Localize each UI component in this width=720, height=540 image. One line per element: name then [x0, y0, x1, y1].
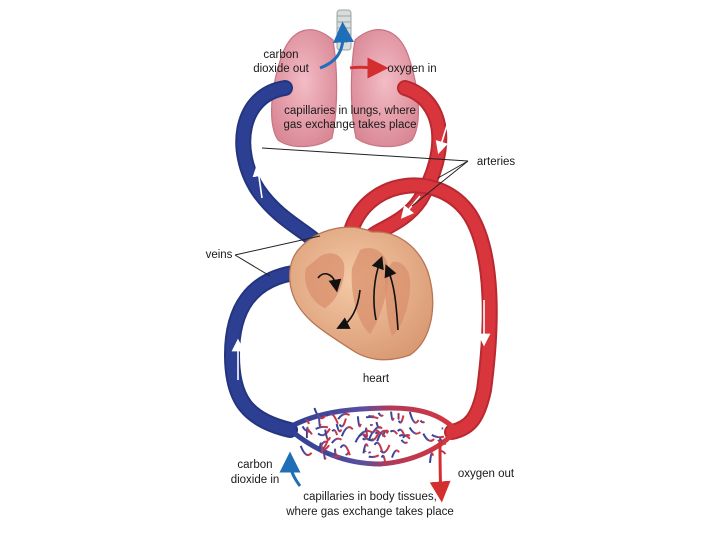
co2-in-arrow — [279, 451, 302, 487]
capillary-segment — [301, 425, 311, 432]
capillary-segment — [431, 433, 445, 439]
capillary-segment — [438, 437, 446, 443]
svg-text:heart: heart — [363, 373, 390, 385]
capillary-segment — [373, 441, 384, 452]
capillary-segment — [391, 449, 400, 458]
co2-in-label-1: carbon — [237, 459, 272, 471]
svg-text:carbon: carbon — [237, 459, 272, 471]
capillary-segment — [408, 426, 422, 435]
capillary-segment — [315, 425, 329, 430]
capillary-segment — [335, 423, 343, 433]
veins-label: veins — [206, 249, 233, 261]
body-capillaries-label-1: capillaries in body tissues, — [303, 491, 437, 503]
o2-out-arrow — [429, 439, 451, 503]
capillary-segment — [334, 448, 337, 456]
capillary-segment — [340, 426, 354, 437]
lung-capillaries-label-1: capillaries in lungs, where — [284, 105, 416, 117]
capillary-segment — [402, 433, 411, 439]
svg-text:dioxide in: dioxide in — [231, 474, 280, 486]
body-capillaries-label-2: where gas exchange takes place — [285, 506, 454, 518]
svg-text:oxygen out: oxygen out — [458, 468, 515, 480]
capillary-segment — [422, 433, 435, 442]
capillary-segment — [305, 426, 309, 439]
svg-text:carbon: carbon — [263, 49, 298, 61]
capillary-segment — [302, 418, 310, 425]
capillary-segment — [313, 407, 327, 420]
svg-text:capillaries in lungs, where: capillaries in lungs, where — [284, 105, 416, 117]
oxygen-out-label: oxygen out — [458, 468, 515, 480]
capillary-segment — [325, 412, 339, 425]
capillary-segment — [375, 421, 382, 429]
flow-arrows — [231, 121, 491, 380]
capillary-segment — [400, 439, 409, 444]
capillary-segment — [362, 443, 369, 454]
capillary-segment — [299, 445, 313, 457]
capillary-segment — [338, 418, 347, 428]
arteries-label: arteries — [477, 156, 516, 168]
capillary-segment — [428, 452, 435, 463]
capillary-segment — [368, 451, 372, 454]
capillary-segment — [323, 453, 327, 460]
capillary-segment — [380, 454, 387, 463]
svg-text:arteries: arteries — [477, 156, 516, 168]
svg-text:gas exchange takes place: gas exchange takes place — [284, 119, 417, 131]
oxygen-in-label: oxygen in — [387, 63, 436, 75]
capillary-segment — [345, 451, 350, 456]
capillary-segment — [337, 412, 351, 420]
svg-text:dioxide out: dioxide out — [253, 63, 309, 75]
capillary-segment — [377, 412, 384, 417]
veins-blue — [223, 80, 330, 438]
svg-text:where gas exchange takes place: where gas exchange takes place — [285, 506, 454, 518]
labels: carbon dioxide out oxygen in capillaries… — [206, 49, 516, 518]
body-capillary-bed — [283, 405, 460, 467]
capillary-segment — [358, 429, 373, 437]
capillary-segment — [367, 431, 380, 442]
o2-in-arrow — [349, 57, 389, 79]
svg-text:veins: veins — [206, 249, 233, 261]
capillary-segment — [326, 453, 341, 458]
capillary-segment — [376, 429, 389, 442]
heart-label: heart — [363, 373, 390, 385]
capillary-segment — [397, 415, 405, 424]
capillary-segment — [389, 429, 398, 435]
capillary-segment — [318, 417, 322, 428]
heart — [289, 226, 434, 361]
svg-text:oxygen in: oxygen in — [387, 63, 436, 75]
capillary-segment — [368, 454, 380, 458]
trachea — [336, 9, 352, 51]
capillary-segment — [390, 411, 395, 421]
svg-text:capillaries in body tissues,: capillaries in body tissues, — [303, 491, 437, 503]
capillary-segment — [331, 437, 343, 444]
leader-lines — [234, 147, 469, 277]
capillary-segment — [318, 444, 330, 452]
capillary-segment — [408, 411, 420, 424]
capillary-segment — [319, 442, 324, 454]
capillary-segment — [374, 431, 387, 438]
co2-in-label-2: dioxide in — [231, 474, 280, 486]
capillary-segment — [356, 416, 362, 428]
capillary-segment — [331, 429, 339, 436]
co2-out-arrow — [319, 21, 355, 70]
co2-out-label-1: carbon — [263, 49, 298, 61]
capillary-segment — [365, 416, 379, 420]
capillary-segment — [317, 428, 331, 437]
capillary-segment — [318, 438, 330, 450]
lung-capillaries-label-2: gas exchange takes place — [284, 119, 417, 131]
capillary-segment — [364, 427, 368, 438]
left-lung — [271, 29, 338, 148]
capillary-segment — [397, 428, 406, 437]
co2-out-label-2: dioxide out — [253, 63, 309, 75]
capillary-segment — [419, 419, 426, 424]
arteries-red — [344, 80, 498, 440]
gas-arrows — [279, 21, 451, 503]
